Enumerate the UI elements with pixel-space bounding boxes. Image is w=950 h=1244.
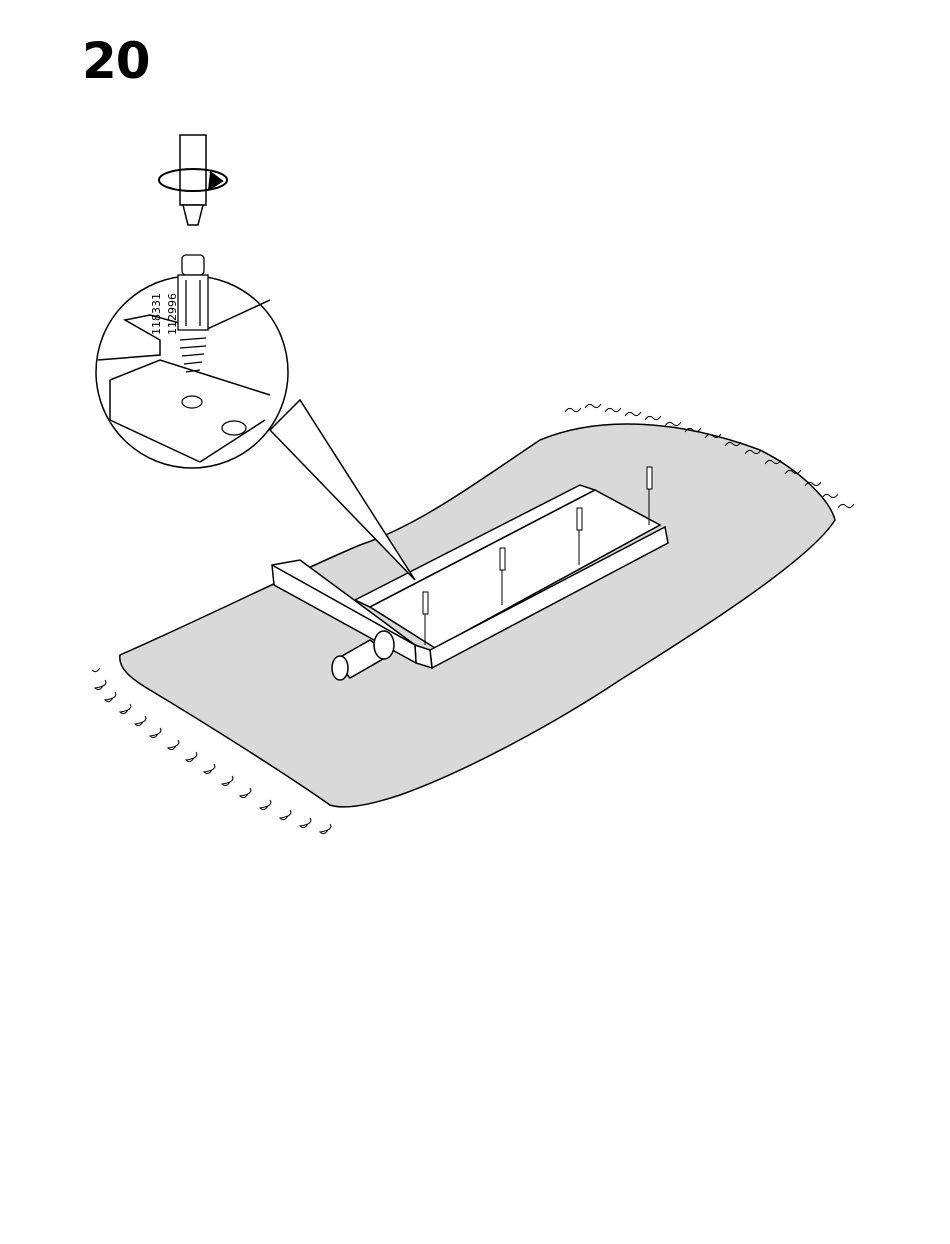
part-code-2: 112996 <box>166 293 179 335</box>
detail-magnifier: 118331 112996 <box>96 255 415 580</box>
part-code-1: 118331 <box>150 293 163 335</box>
screwdriver-icon <box>180 135 206 225</box>
